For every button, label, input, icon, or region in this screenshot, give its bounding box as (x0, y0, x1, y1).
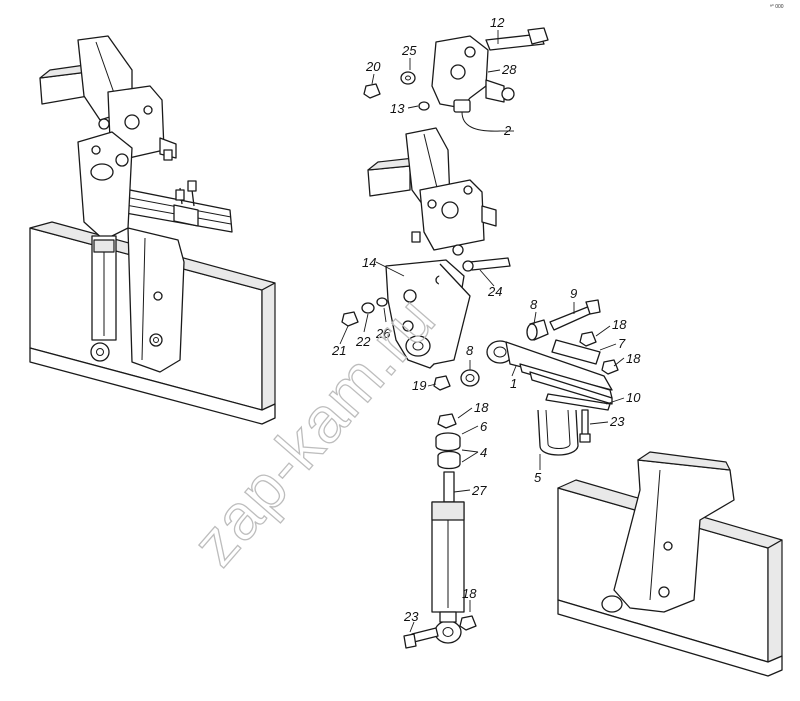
u-bolt-5 (537, 409, 591, 456)
callout-18-a: 18 (612, 317, 627, 332)
left-cab-support (39, 35, 177, 161)
cab-mount-bracket (367, 127, 497, 256)
callout-10: 10 (626, 390, 641, 405)
callout-22: 22 (355, 334, 371, 349)
callout-25: 25 (401, 43, 417, 58)
corner-mark: ª° 000 (770, 4, 784, 10)
leaf-spring-1 (460, 299, 619, 411)
left-frame-bracket (127, 227, 185, 373)
callout-labels: 12 25 20 28 13 2 14 24 9 8 18 7 18 21 22… (331, 15, 641, 624)
callout-18-b: 18 (626, 351, 641, 366)
callout-8-lower: 8 (466, 343, 474, 358)
callout-9: 9 (570, 286, 577, 301)
callout-12: 12 (490, 15, 505, 30)
callout-23-lower: 23 (403, 609, 419, 624)
callout-18-c: 18 (474, 400, 489, 415)
callout-23-upper: 23 (609, 414, 625, 429)
callout-27: 27 (471, 483, 487, 498)
left-assembly (29, 35, 276, 425)
callout-1: 1 (510, 376, 517, 391)
callout-19: 19 (412, 378, 426, 393)
shock-absorber-27 (403, 413, 477, 649)
lower-bracket-14 (341, 257, 511, 391)
callout-7: 7 (618, 336, 626, 351)
right-assembly (557, 451, 783, 677)
callout-13: 13 (390, 101, 405, 116)
left-swing-arm (77, 131, 133, 241)
leader-lines (339, 30, 625, 633)
callout-8-upper: 8 (530, 297, 538, 312)
callout-18-d: 18 (462, 586, 477, 601)
callout-20: 20 (365, 59, 381, 74)
callout-21: 21 (331, 343, 346, 358)
left-leaf-spring (119, 180, 233, 233)
callout-2: 2 (503, 123, 512, 138)
callout-4: 4 (480, 445, 487, 460)
callout-24: 24 (487, 284, 502, 299)
callout-28: 28 (501, 62, 517, 77)
callout-6: 6 (480, 419, 488, 434)
cab-lock-assembly (363, 27, 549, 132)
callout-14: 14 (362, 255, 376, 270)
callout-5: 5 (534, 470, 542, 485)
callout-26: 26 (375, 326, 391, 341)
left-shock-absorber (90, 235, 117, 362)
